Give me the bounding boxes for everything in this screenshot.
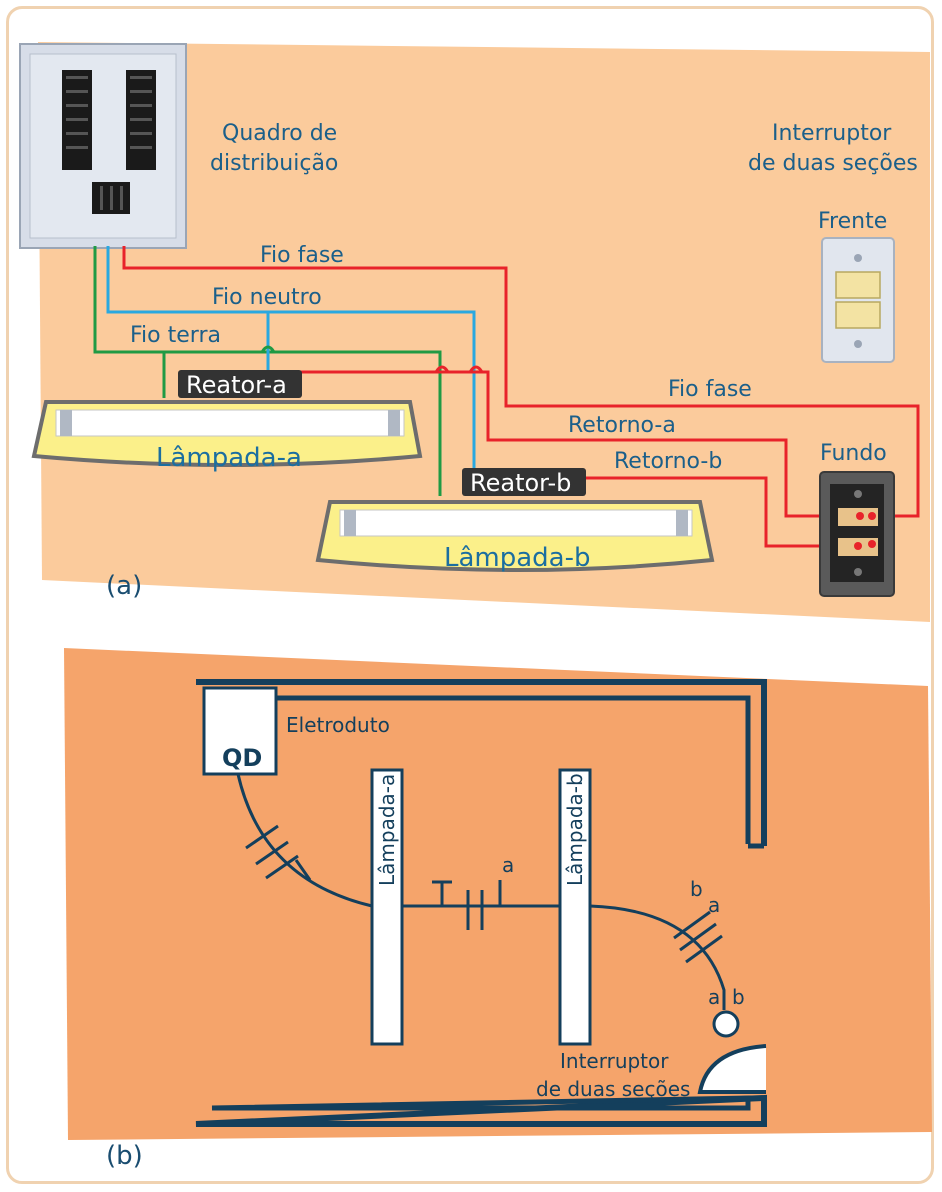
plan-switch-label-1: Interruptor <box>560 1049 669 1073</box>
lamp-b-label: Lâmpada-b <box>444 543 591 573</box>
plan-switch-label-2: de duas seções <box>536 1077 690 1101</box>
mark-a-at-switch: a <box>708 985 720 1009</box>
conduit-label: Eletroduto <box>286 713 390 737</box>
phase-wire-label-2: Fio fase <box>668 377 752 402</box>
distribution-board <box>19 43 187 249</box>
lamp-a-label: Lâmpada-a <box>156 443 302 473</box>
return-b-label: Retorno-b <box>614 449 722 474</box>
switch-terminals <box>854 512 876 550</box>
plan-lamp-b-label: Lâmpada-b <box>563 773 587 886</box>
phase-wire-label: Fio fase <box>260 243 344 268</box>
mark-a-between-lamps: a <box>502 853 514 877</box>
switch-back <box>819 471 895 597</box>
ballast-b-label: Reator-b <box>470 469 571 497</box>
ballast-a-label: Reator-a <box>186 371 287 399</box>
return-a-label: Retorno-a <box>568 413 676 438</box>
floor-plan <box>195 679 767 1127</box>
plan-lamp-a-label: Lâmpada-a <box>375 774 399 886</box>
db-label-2: distribuição <box>210 151 338 176</box>
wire-hops <box>260 345 484 373</box>
neutral-wire-label: Fio neutro <box>212 285 322 310</box>
lamp-a <box>31 400 423 467</box>
ballast-a <box>178 370 302 398</box>
panel-b-tag: (b) <box>106 1141 143 1171</box>
panel-a-tag: (a) <box>106 571 142 601</box>
wires <box>93 246 920 548</box>
db-label-1: Quadro de <box>222 121 337 146</box>
switch-title-2: de duas seções <box>748 151 918 176</box>
ballast-b <box>462 468 586 496</box>
mark-b-near-switch: b <box>690 877 703 901</box>
lamp-b <box>315 500 715 572</box>
switch-title-1: Interruptor <box>772 121 892 146</box>
wall-b <box>64 648 932 1140</box>
front-label: Frente <box>818 209 887 234</box>
ground-wire-label: Fio terra <box>130 323 221 348</box>
mark-a-near-switch: a <box>708 893 720 917</box>
switch-front <box>821 237 895 363</box>
back-label: Fundo <box>820 441 887 466</box>
mark-b-at-switch: b <box>732 985 745 1009</box>
qd-label: QD <box>222 744 262 772</box>
